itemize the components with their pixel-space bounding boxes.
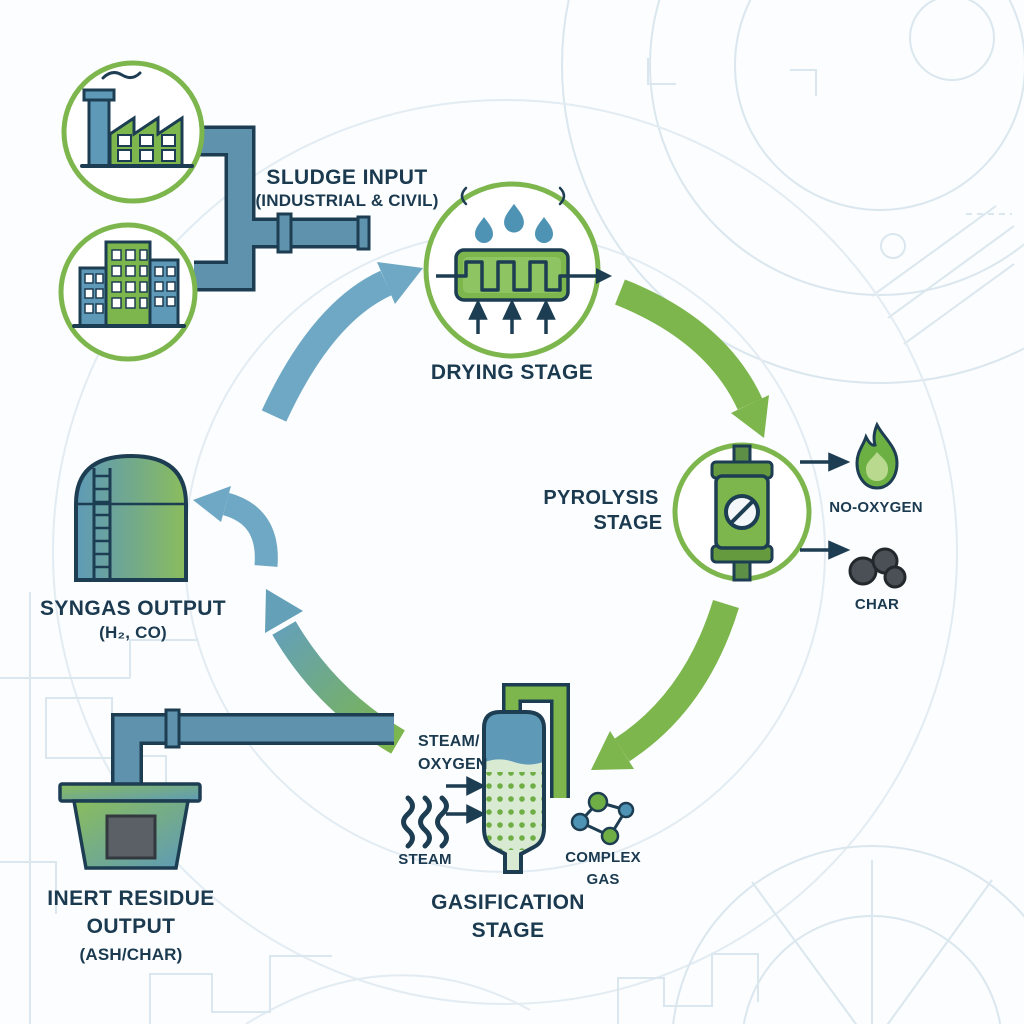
inert-residue-title-line1: INERT RESIDUE <box>47 887 215 910</box>
syngas-output-subtitle: (H₂, CO) <box>99 623 167 642</box>
water-droplets-icon <box>460 186 566 243</box>
sludge-input-subtitle: (INDUSTRIAL & CIVIL) <box>255 191 439 210</box>
sealed-reactor-icon <box>710 444 774 582</box>
steam-up-arrows-icon <box>468 298 556 334</box>
pyrolysis-stage-title-line1: PYROLYSIS <box>543 487 659 509</box>
flow-arrow-drying-to-pyrolysis <box>614 279 769 438</box>
heater-coil-icon <box>436 248 612 302</box>
sludge-input-title: SLUDGE INPUT <box>266 166 428 189</box>
char-label: CHAR <box>854 596 900 613</box>
city-buildings-icon <box>72 240 186 328</box>
pyrolysis-output-arrows <box>800 452 851 560</box>
factory-icon <box>80 71 194 168</box>
gasification-stage-title-line2: STAGE <box>471 919 545 942</box>
steam-oxygen-label-line1: STEAM/ <box>418 733 480 750</box>
complex-gas-label-line2: GAS <box>586 871 620 888</box>
complex-gas-label-line1: COMPLEX <box>565 849 641 866</box>
char-lumps-icon <box>848 547 907 589</box>
inert-residue-subtitle: (ASH/CHAR) <box>79 945 183 964</box>
steam-label: STEAM <box>398 851 452 868</box>
steam-oxygen-arrows <box>446 776 486 824</box>
gasifier-vessel-icon <box>482 710 546 874</box>
flow-arrow-input-to-drying <box>261 262 423 422</box>
steam-waves-icon <box>401 795 449 849</box>
inert-residue-title-line2: OUTPUT <box>86 915 176 938</box>
flow-arrow-to-tank <box>193 486 278 567</box>
flame-icon <box>855 421 899 490</box>
sludge-input-pipes <box>194 125 371 292</box>
no-oxygen-label: NO-OXYGEN <box>829 499 923 516</box>
residue-output-pipe <box>111 708 394 794</box>
gasifier-pipe <box>502 683 570 798</box>
flow-arrow-pyrolysis-to-gasification <box>591 599 739 770</box>
syngas-output-title: SYNGAS OUTPUT <box>39 597 227 620</box>
steam-oxygen-label-line2: OXYGEN <box>418 756 488 773</box>
gasification-stage-title-line1: GASIFICATION <box>431 891 585 914</box>
storage-tank-icon <box>74 453 188 582</box>
gas-molecule-icon <box>570 791 635 846</box>
drying-stage-title: DRYING STAGE <box>430 361 594 384</box>
pyrolysis-stage-title-line2: STAGE <box>593 512 663 534</box>
residue-bin-icon <box>58 782 202 870</box>
